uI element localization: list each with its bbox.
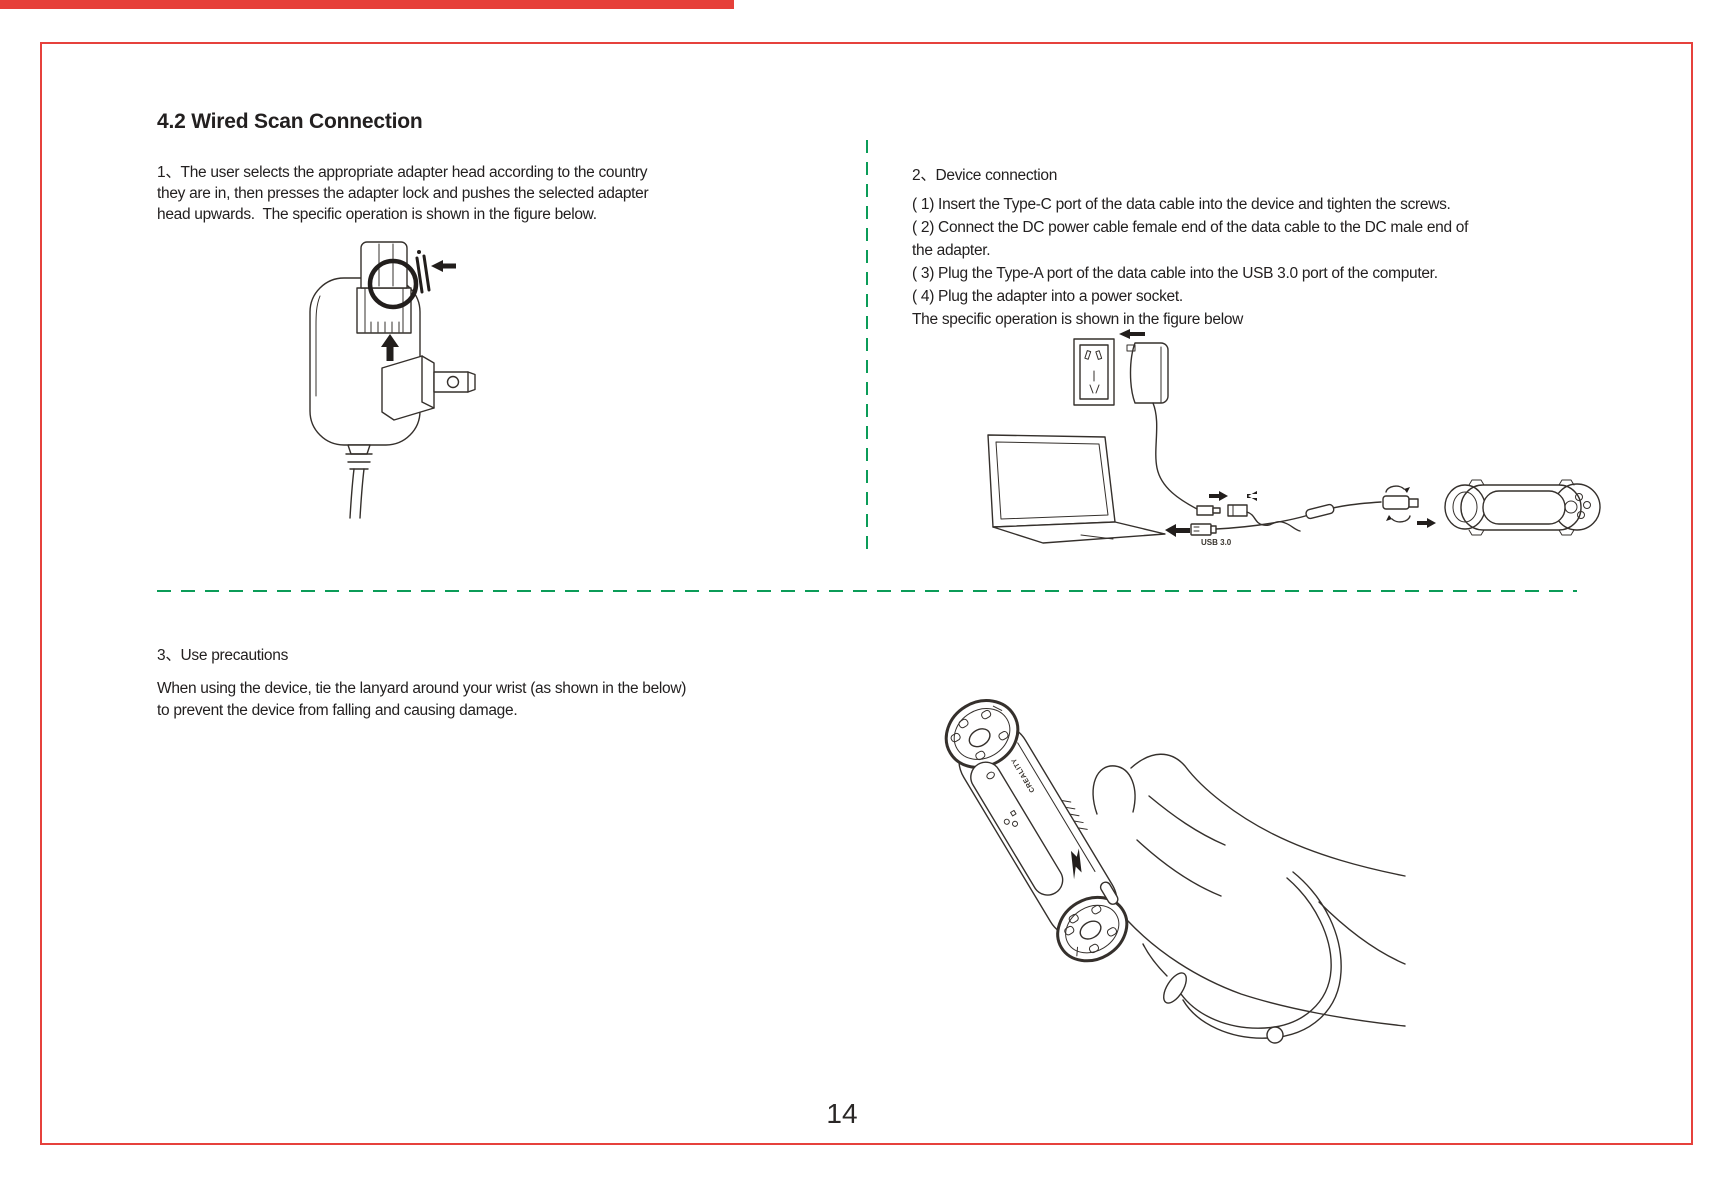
adapter-cable [345, 444, 373, 519]
scanner-device [1444, 479, 1601, 536]
adapter-lock-pin [415, 250, 431, 294]
dc-connectors [1196, 491, 1301, 532]
us-plug-head [381, 355, 476, 421]
laptop [987, 434, 1166, 544]
connection-figure: USB 3.0 [987, 329, 1601, 547]
text-line: ( 2) Connect the DC power cable female e… [912, 219, 1469, 236]
text-line: head upwards. The specific operation is … [157, 206, 597, 223]
text-line: When using the device, tie the lanyard a… [157, 680, 687, 697]
scanner-front-panel [970, 761, 1064, 896]
text-line: 1、The user selects the appropriate adapt… [157, 164, 648, 181]
text-line: The specific operation is shown in the f… [912, 311, 1244, 328]
text-line: ( 3) Plug the Type-A port of the data ca… [912, 265, 1438, 282]
horizontal-divider [157, 590, 1577, 592]
handheld-scanner: CREALITY [944, 699, 1129, 963]
text-line: ( 1) Insert the Type-C port of the data … [912, 196, 1451, 213]
adapter-head [356, 241, 412, 334]
adapter-figure [309, 241, 476, 519]
lanyard [1142, 871, 1342, 1044]
page-number: 14 [826, 1098, 858, 1129]
use-precautions-heading: 3、Use precautions [157, 647, 289, 664]
device-connection-steps: ( 1) Insert the Type-C port of the data … [912, 193, 1468, 331]
text-line: they are in, then presses the adapter lo… [157, 185, 649, 202]
lanyard-figure: CREALITY [944, 699, 1406, 1044]
vertical-divider [866, 140, 868, 553]
device-connection-heading: 2、Device connection [912, 167, 1058, 184]
push-up-arrow-icon [381, 334, 399, 361]
lock-highlight-circle [367, 258, 419, 310]
wall-socket [1073, 338, 1115, 406]
usb-connector [1165, 501, 1382, 537]
text-line: the adapter. [912, 242, 991, 259]
scanner-bottom-camera [1056, 895, 1129, 963]
section-title: 4.2 Wired Scan Connection [157, 110, 423, 133]
top-red-bar [0, 0, 734, 9]
brand-label: CREALITY [1011, 756, 1037, 793]
scanner-side-details [1061, 799, 1119, 905]
press-direction-arrow-icon [431, 260, 456, 272]
scanner-top-camera [944, 699, 1020, 769]
page-border [40, 42, 1693, 1145]
type-c-connector [1382, 485, 1436, 528]
usb-label: USB 3.0 [1201, 538, 1232, 547]
plug-in-arrow-icon [1119, 329, 1145, 339]
text-line: to prevent the device from falling and c… [157, 702, 518, 719]
step1-paragraph: 1、The user selects the appropriate adapt… [157, 162, 649, 225]
use-precautions-paragraph: When using the device, tie the lanyard a… [157, 678, 686, 722]
power-adapter [1126, 342, 1198, 510]
hand [1092, 753, 1406, 1027]
text-line: ( 4) Plug the adapter into a power socke… [912, 288, 1183, 305]
